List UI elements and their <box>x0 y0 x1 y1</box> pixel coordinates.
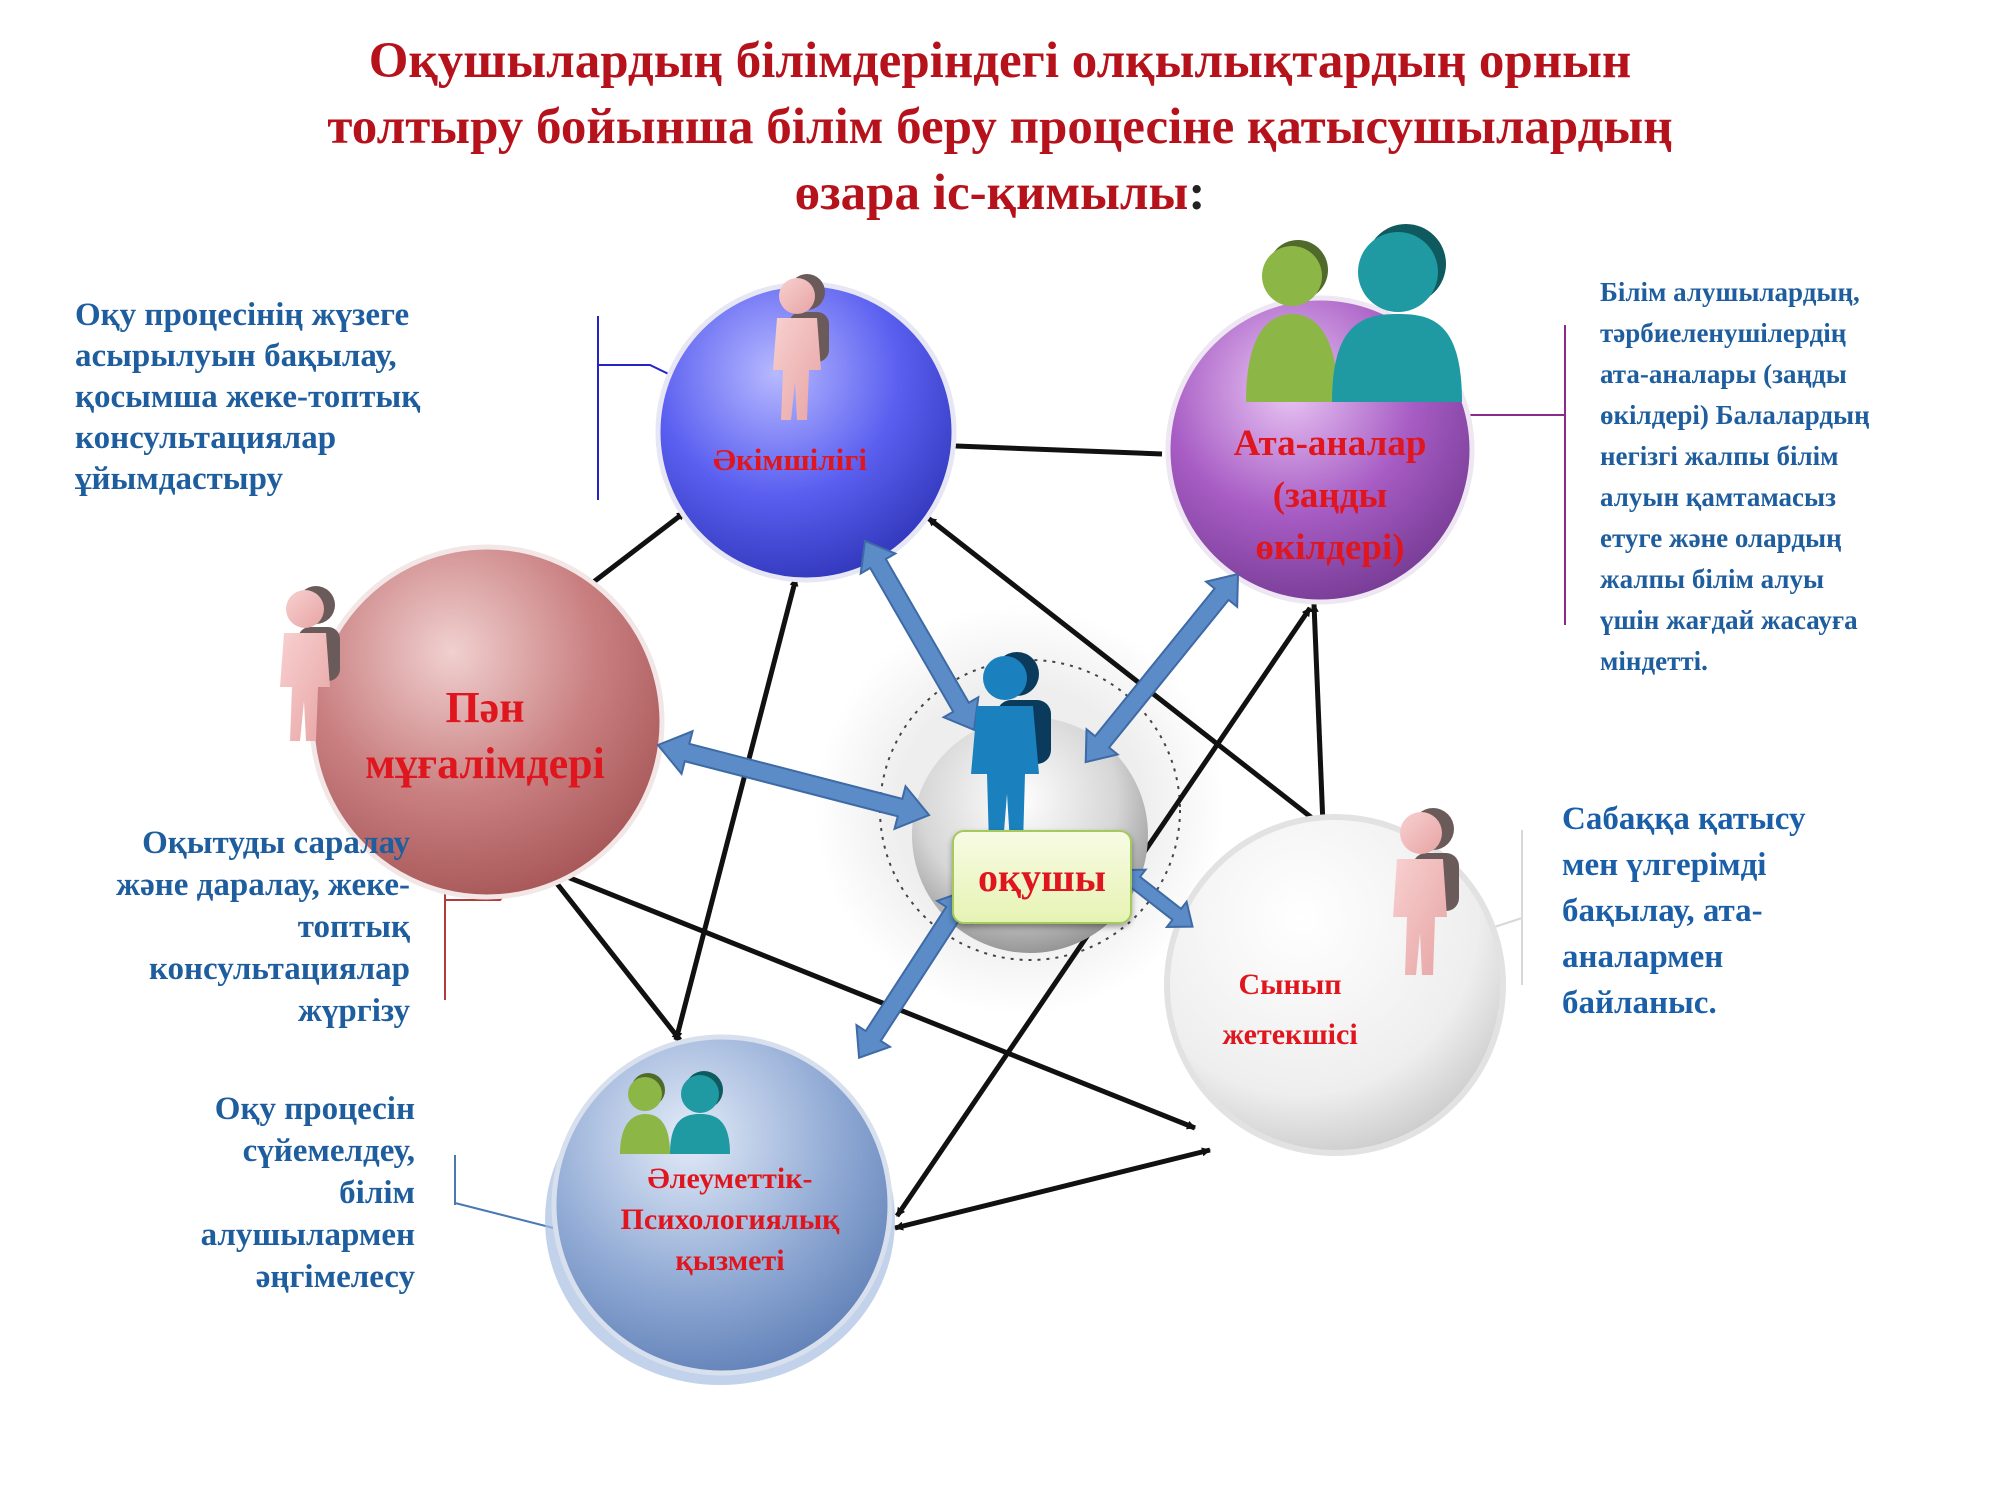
parents-label: Ата-аналар (заңды өкілдері) <box>1180 418 1480 574</box>
class-desc-line: аналармен <box>1562 939 1724 975</box>
teachers-desc-line: және даралау, жеке- <box>116 867 410 903</box>
title-line-2: толтыру бойынша білім беру процесіне қат… <box>327 99 1673 155</box>
person-pink-icon <box>773 274 829 420</box>
psych-label-line: Әлеуметтік- <box>647 1162 813 1195</box>
parents-desc-line: тәрбиеленушілердің <box>1600 318 1847 348</box>
teachers-desc-line: Оқытуды саралау <box>142 825 410 861</box>
teachers-desc-line: жүргізу <box>297 993 410 1029</box>
psych-label-line: Психологиялық <box>620 1203 840 1236</box>
parents-desc-line: етуге және олардың <box>1600 523 1842 553</box>
admin-desc-line: консультациялар <box>75 420 337 456</box>
parents-description: Білім алушылардың, тәрбиеленушілердің ат… <box>1600 272 1980 682</box>
class-desc-line: бақылау, ата- <box>1562 893 1763 929</box>
psych-description: Оқу процесін сүйемелдеу, білім алушыларм… <box>140 1088 415 1298</box>
people-green-teal-icon <box>620 1071 730 1154</box>
page-title: Оқушылардың білімдеріндегі олқылықтардың… <box>150 28 1850 226</box>
black-arrows <box>538 439 1332 1231</box>
parents-desc-line: ата-аналары (заңды <box>1600 359 1847 389</box>
parents-label-line: Ата-аналар <box>1233 423 1427 464</box>
class-teacher-description: Сабаққа қатысу мен үлгерімді бақылау, ат… <box>1562 796 1882 1026</box>
admin-desc-line: Оқу процесінің жүзеге <box>75 297 410 333</box>
admin-desc-line: ұйымдастыру <box>75 461 283 497</box>
admin-desc-line: қосымша жеке-топтық <box>75 379 421 415</box>
admin-label: Әкімшілігі <box>713 442 867 477</box>
student-label: оқушы <box>952 830 1132 924</box>
class-label-line: жетекшісі <box>1222 1018 1358 1051</box>
person-pink-icon <box>280 586 340 741</box>
blue-arrows <box>656 539 1240 1060</box>
class-desc-line: Сабаққа қатысу <box>1562 801 1806 837</box>
parents-desc-line: алуын қамтамасыз <box>1600 482 1836 512</box>
psych-desc-line: сүйемелдеу, <box>242 1133 415 1169</box>
class-teacher-label: Сынып жетекшісі <box>1180 960 1400 1060</box>
psych-desc-line: білім <box>339 1175 415 1211</box>
psych-desc-line: алушылармен <box>200 1217 415 1253</box>
person-pink-icon <box>1393 808 1459 975</box>
parents-desc-line: өкілдері) Балалардың <box>1600 400 1870 430</box>
title-colon: : <box>1188 165 1206 221</box>
admin-desc-line: асырылуын бақылау, <box>75 338 397 374</box>
person-blue-icon <box>971 652 1051 844</box>
parents-desc-line: Білім алушылардың, <box>1600 277 1860 307</box>
parents-desc-line: негізгі жалпы білім <box>1600 441 1839 471</box>
teachers-label-line: мұғалімдері <box>365 739 605 788</box>
admin-description: Оқу процесінің жүзеге асырылуын бақылау,… <box>75 295 535 500</box>
psych-desc-line: әңгімелесу <box>255 1259 415 1295</box>
title-line-3: өзара іс-қимылы: <box>794 165 1206 221</box>
psych-label-line: қызметі <box>675 1244 785 1277</box>
parents-desc-line: жалпы білім алуы <box>1600 564 1825 594</box>
teachers-description: Оқытуды саралау және даралау, жеке- топт… <box>40 822 410 1032</box>
teachers-label: Пән мұғалімдері <box>320 680 650 792</box>
teachers-label-line: Пән <box>445 683 525 732</box>
people-green-teal-icon <box>1246 224 1462 402</box>
class-desc-line: байланыс. <box>1562 985 1717 1021</box>
psych-label: Әлеуметтік- Психологиялық қызметі <box>580 1158 880 1281</box>
class-label-line: Сынып <box>1238 968 1342 1001</box>
parents-label-line: (заңды <box>1272 475 1388 516</box>
teachers-desc-line: консультациялар <box>148 951 410 987</box>
psych-desc-line: Оқу процесін <box>214 1091 415 1127</box>
parents-label-line: өкілдері) <box>1255 527 1405 568</box>
teachers-desc-line: топтық <box>297 909 410 945</box>
class-desc-line: мен үлгерімді <box>1562 847 1767 883</box>
title-line-1: Оқушылардың білімдеріндегі олқылықтардың… <box>368 33 1632 89</box>
parents-desc-line: үшін жағдай жасауға <box>1600 605 1858 635</box>
parents-desc-line: міндетті. <box>1600 646 1708 676</box>
